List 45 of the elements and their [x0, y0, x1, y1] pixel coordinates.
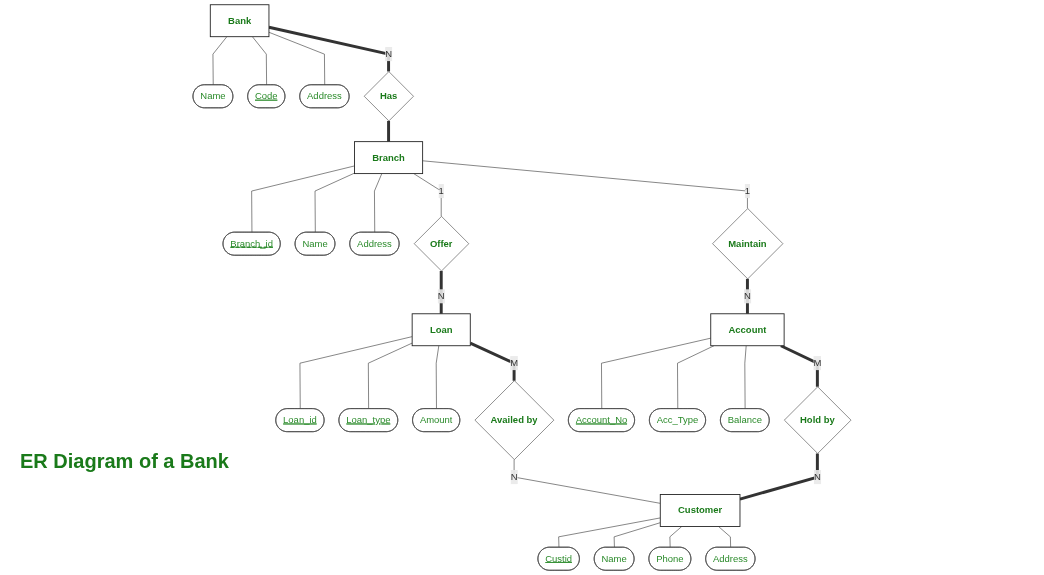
connector — [558, 517, 661, 548]
node-box: Bank — [209, 4, 270, 38]
connector — [435, 345, 440, 410]
connector — [745, 278, 749, 314]
connector — [780, 344, 819, 387]
connector — [268, 31, 325, 86]
connector — [299, 336, 413, 410]
node-diamond: Offer — [413, 216, 470, 272]
connector — [513, 459, 661, 504]
edge-label: N — [510, 471, 518, 482]
connector — [613, 522, 661, 548]
node-diamond: Has — [363, 71, 414, 122]
connector — [314, 172, 355, 233]
node-box: Branch — [354, 141, 424, 175]
connector — [422, 160, 748, 209]
edge-label: N — [813, 471, 821, 482]
connector — [601, 337, 712, 410]
edge-label: 1 — [744, 185, 751, 196]
node-diamond: Hold by — [784, 386, 852, 454]
connector — [469, 341, 516, 381]
node-box: Account — [710, 313, 785, 347]
connector — [744, 345, 747, 410]
node-diamond: Maintain — [712, 208, 784, 280]
edge-label: M — [510, 357, 519, 368]
connector — [212, 36, 228, 86]
edge-label: N — [437, 291, 445, 302]
edge-label: N — [744, 291, 751, 302]
connector — [669, 526, 683, 548]
connector — [387, 120, 391, 142]
edge-label: M — [813, 357, 822, 368]
edge-label: N — [385, 48, 392, 59]
connector — [251, 165, 355, 233]
node-box: Customer — [659, 494, 741, 527]
node-box: Loan — [411, 313, 471, 347]
connector — [252, 36, 267, 86]
connector — [368, 342, 413, 410]
connector — [739, 453, 819, 501]
connector — [268, 25, 391, 72]
diagram-title: ER Diagram of a Bank — [20, 450, 229, 473]
connector — [718, 526, 731, 548]
connector — [439, 271, 443, 314]
edge-label: 1 — [438, 185, 444, 196]
connector — [374, 173, 383, 233]
node-diamond: Availed by — [474, 380, 555, 460]
connector — [677, 345, 715, 410]
